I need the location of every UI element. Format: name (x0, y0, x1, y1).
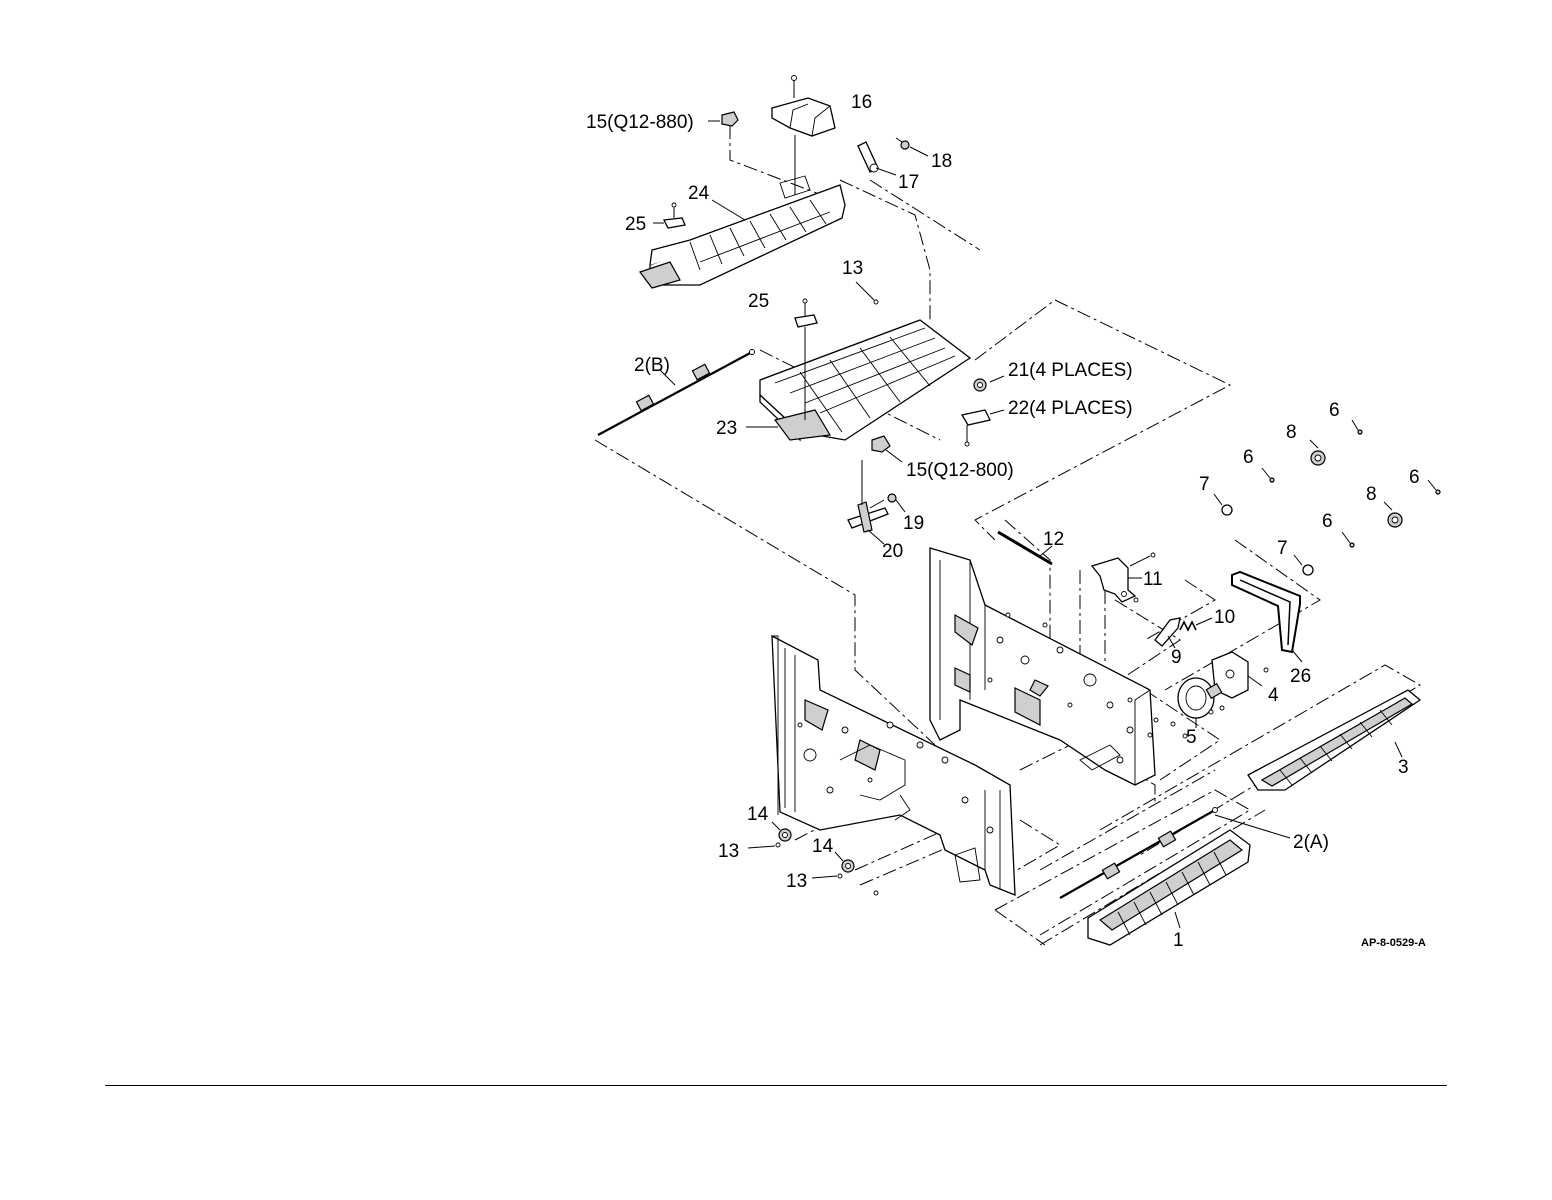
part-9-lever (1155, 618, 1180, 648)
callout-1: 1 (1173, 930, 1184, 951)
part-16-guide (772, 76, 835, 196)
part-14-bushing-right (835, 852, 854, 872)
callout-6-b: 6 (1243, 447, 1254, 468)
callout-17: 17 (898, 172, 919, 193)
part-21-bearing (974, 376, 1004, 391)
part-13-screw-right (812, 874, 842, 878)
part-8-gear-lower (1384, 502, 1402, 527)
callout-6-a: 6 (1329, 400, 1340, 421)
callout-18: 18 (931, 151, 952, 172)
callout-15-q12-880: 15(Q12-880) (586, 112, 694, 133)
callout-10: 10 (1214, 607, 1235, 628)
callout-9: 9 (1171, 647, 1182, 668)
part-20-actuator (848, 460, 888, 544)
callout-15-q12-800: 15(Q12-800) (906, 460, 1014, 481)
part-8-gear-upper (1310, 440, 1325, 465)
callout-22: 22(4 PLACES) (1008, 398, 1133, 419)
part-22-spring-plate (962, 410, 1004, 446)
callout-14-right: 14 (812, 836, 834, 857)
part-15-q12-800 (872, 436, 902, 462)
part-13-screw-left (748, 843, 780, 848)
callout-23: 23 (716, 418, 737, 439)
callout-5: 5 (1186, 727, 1197, 748)
callout-13-left: 13 (718, 841, 739, 862)
callout-6-c: 6 (1409, 467, 1420, 488)
part-14-bushing-left (772, 822, 791, 841)
callout-6-d: 6 (1322, 511, 1333, 532)
callout-13-right: 13 (786, 871, 807, 892)
callout-4: 4 (1268, 685, 1279, 706)
callout-26: 26 (1290, 666, 1311, 687)
part-5-motor (1178, 678, 1222, 728)
callout-11: 11 (1143, 569, 1163, 590)
callout-13-top: 13 (842, 258, 863, 279)
callout-25-lower: 25 (748, 291, 769, 312)
part-15-q12-880 (708, 112, 738, 126)
callout-8-b: 8 (1366, 484, 1377, 505)
part-17-actuator (858, 142, 896, 175)
part-18-e-ring (896, 138, 928, 156)
part-19-e-ring (870, 494, 905, 512)
part-10-spring (1180, 618, 1212, 630)
part-1-lower-guide (1088, 830, 1250, 945)
callout-25-upper: 25 (625, 214, 646, 235)
callout-20: 20 (882, 541, 903, 562)
part-13-top-screw (856, 282, 878, 304)
part-4-motor-bracket (1212, 652, 1268, 710)
callout-14-left: 14 (747, 804, 769, 825)
part-25-upper-spring (653, 203, 685, 228)
part-7-bushing-lower (1294, 555, 1313, 575)
callout-12: 12 (1043, 529, 1064, 550)
footer-rule (105, 1085, 1447, 1086)
callout-2a: 2(A) (1293, 832, 1329, 853)
callout-7-b: 7 (1277, 538, 1288, 559)
part-26-belt (1232, 572, 1302, 662)
callout-21: 21(4 PLACES) (1008, 360, 1133, 381)
callout-19: 19 (903, 513, 924, 534)
callout-7-a: 7 (1199, 474, 1210, 495)
callout-3: 3 (1398, 757, 1409, 778)
callout-16: 16 (851, 92, 872, 113)
callout-8-a: 8 (1286, 422, 1297, 443)
figure-id: AP-8-0529-A (1361, 937, 1426, 949)
part-23-lower-chute (746, 320, 970, 440)
part-7-bushing-upper (1214, 494, 1232, 515)
callout-24: 24 (688, 183, 710, 204)
part-24-upper-chute (640, 176, 845, 288)
callout-2b: 2(B) (634, 355, 670, 376)
